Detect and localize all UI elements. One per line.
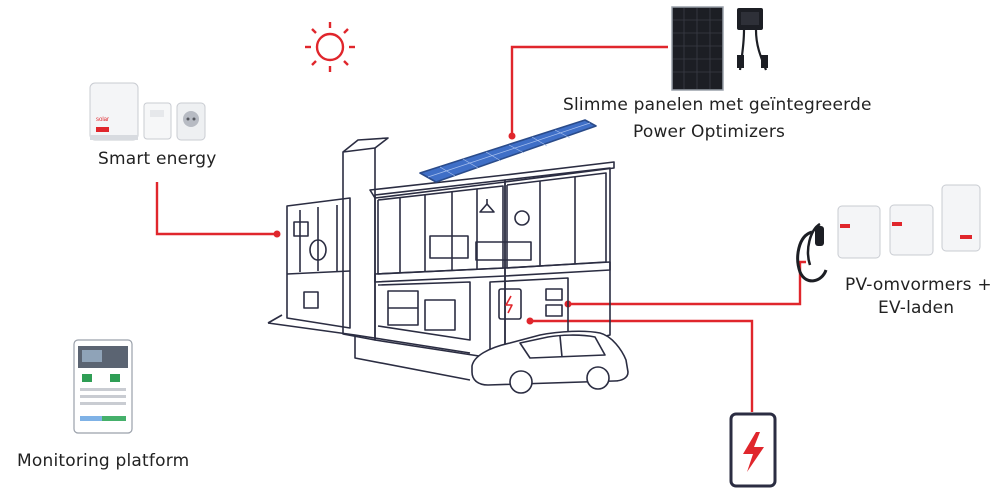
smart-energy-devices <box>89 82 206 141</box>
electric-car <box>471 330 629 394</box>
inverters-label-line2: EV-laden <box>878 298 955 318</box>
monitoring-label: Monitoring platform <box>17 451 190 471</box>
power-optimizer-product <box>737 8 768 71</box>
connector-smart-energy <box>155 182 276 236</box>
panels-label-line1: Slimme panelen met geïntegreerde <box>563 95 872 115</box>
solar-panel-product <box>671 6 724 91</box>
monitoring-tablet <box>73 339 133 434</box>
device-brand-mark: solar <box>96 117 110 123</box>
battery-bolt-icon <box>729 412 777 488</box>
connector-inverters <box>568 260 806 306</box>
inverters-label-line1: PV-omvormers + <box>845 275 992 295</box>
sun-icon <box>305 22 355 72</box>
connector-battery <box>530 319 754 412</box>
inverter-products <box>796 184 981 283</box>
connector-lines <box>155 45 806 412</box>
connector-dots <box>273 132 572 325</box>
smart-energy-label: Smart energy <box>98 149 217 169</box>
connector-panels <box>510 45 668 136</box>
panels-label-line2: Power Optimizers <box>633 122 786 142</box>
